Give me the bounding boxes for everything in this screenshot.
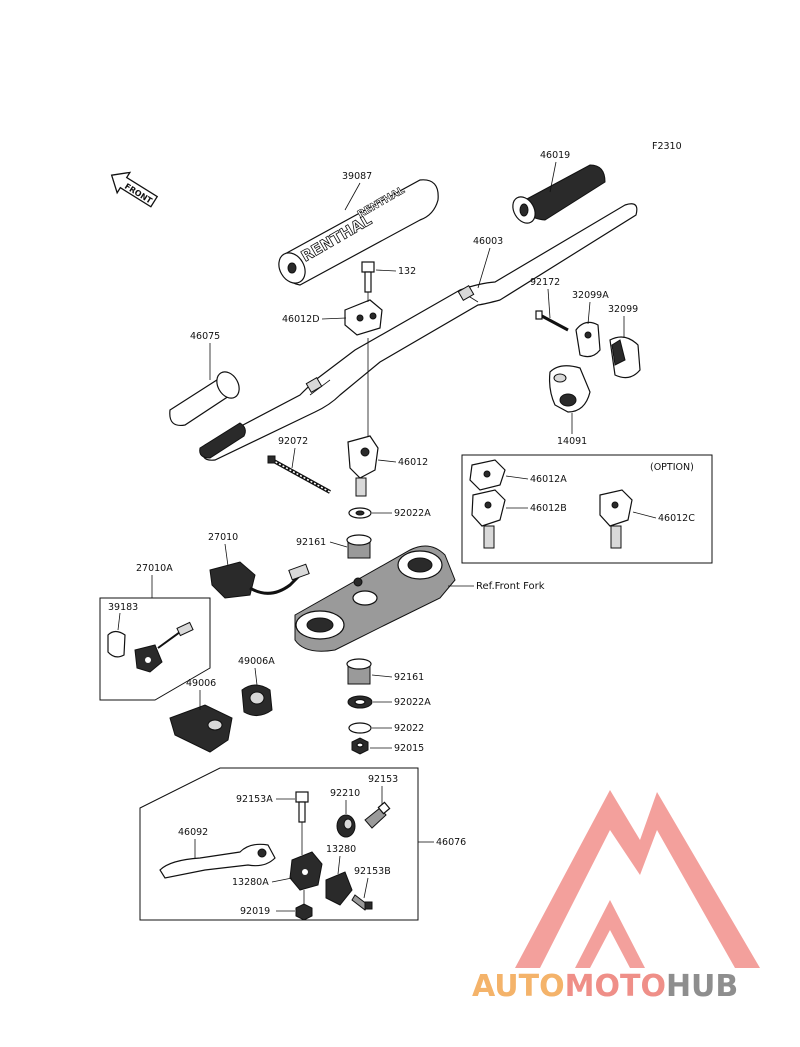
label-27010: 27010 xyxy=(208,532,238,543)
label-92210: 92210 xyxy=(330,788,360,799)
collar-92210 xyxy=(336,814,356,838)
throttle-housing-32099 xyxy=(609,336,641,379)
label-32099: 32099 xyxy=(608,304,638,315)
cover-49006 xyxy=(169,704,233,753)
label-49006A: 49006A xyxy=(238,656,275,667)
figure-code: F2310 xyxy=(652,141,682,152)
label-13280A: 13280A xyxy=(232,877,269,888)
label-92153B: 92153B xyxy=(354,866,391,877)
bushing-92161-bottom xyxy=(346,658,372,685)
front-arrow-icon: FRONT xyxy=(110,171,159,208)
label-46012B: 46012B xyxy=(530,503,567,514)
label-14091: 14091 xyxy=(557,436,587,447)
assembly-box-27010A xyxy=(99,597,211,701)
upper-triple-clamp xyxy=(294,545,456,652)
label-92161-top: 92161 xyxy=(296,537,326,548)
ref-front-fork: Ref.Front Fork xyxy=(476,581,545,592)
label-49006: 49006 xyxy=(186,678,216,689)
holder-46012 xyxy=(347,435,379,497)
label-92072: 92072 xyxy=(278,436,308,447)
switch-27010 xyxy=(209,561,310,599)
label-92161-bottom: 92161 xyxy=(394,672,424,683)
bolt-92172 xyxy=(535,310,569,332)
nut-92019 xyxy=(295,903,313,921)
label-46092: 46092 xyxy=(178,827,208,838)
label-39183: 39183 xyxy=(108,602,138,613)
assembly-box-46076 xyxy=(139,767,419,921)
label-32099A: 32099A xyxy=(572,290,609,301)
label-46075: 46075 xyxy=(190,331,220,342)
label-92019: 92019 xyxy=(240,906,270,917)
bolt-92153 xyxy=(364,801,391,829)
label-46012: 46012 xyxy=(398,457,428,468)
holder-46012B xyxy=(471,489,506,549)
housing-49006A xyxy=(241,684,273,716)
option-label: (OPTION) xyxy=(650,462,694,473)
handlebar xyxy=(202,203,638,461)
label-92022: 92022 xyxy=(394,723,424,734)
label-46076: 46076 xyxy=(436,837,466,848)
washer-92022 xyxy=(348,722,372,734)
label-92015: 92015 xyxy=(394,743,424,754)
lever-46092 xyxy=(159,843,276,879)
label-92022A-bottom: 92022A xyxy=(394,697,431,708)
holder-46012C xyxy=(599,489,633,549)
clamp-46012D xyxy=(344,299,383,336)
label-46003: 46003 xyxy=(473,236,503,247)
label-39087: 39087 xyxy=(342,171,372,182)
label-92022A-top: 92022A xyxy=(394,508,431,519)
label-46012A: 46012A xyxy=(530,474,567,485)
bolt-132 xyxy=(361,261,375,293)
option-box xyxy=(461,454,713,564)
label-132: 132 xyxy=(398,266,416,277)
holder-46012A xyxy=(469,459,506,491)
label-92153: 92153 xyxy=(368,774,398,785)
label-27010A: 27010A xyxy=(136,563,173,574)
watermark-text-auto: AUTOMOTOHUB xyxy=(472,969,738,1004)
right-grip xyxy=(512,164,606,224)
label-92172: 92172 xyxy=(530,277,560,288)
label-13280: 13280 xyxy=(326,844,356,855)
cover-14091 xyxy=(548,365,591,413)
switch-parts-39183 xyxy=(107,621,194,673)
label-92153A: 92153A xyxy=(236,794,273,805)
holder-13280A xyxy=(289,851,323,891)
nut-92015 xyxy=(351,737,369,755)
washer-92022A-bottom xyxy=(347,695,373,709)
bolt-92153A xyxy=(295,791,309,823)
label-46019: 46019 xyxy=(540,150,570,161)
bolt-92153B xyxy=(351,894,373,911)
left-grip xyxy=(169,371,246,459)
label-46012D: 46012D xyxy=(282,314,320,325)
cable-tie-92072 xyxy=(267,455,331,494)
throttle-housing-32099A xyxy=(575,321,601,358)
washer-92022A-top xyxy=(348,507,372,519)
watermark-logo: AUTOMOTOHUB xyxy=(472,790,760,1004)
bushing-92161-top xyxy=(346,534,372,559)
clamp-13280 xyxy=(325,871,353,906)
label-46012C: 46012C xyxy=(658,513,695,524)
